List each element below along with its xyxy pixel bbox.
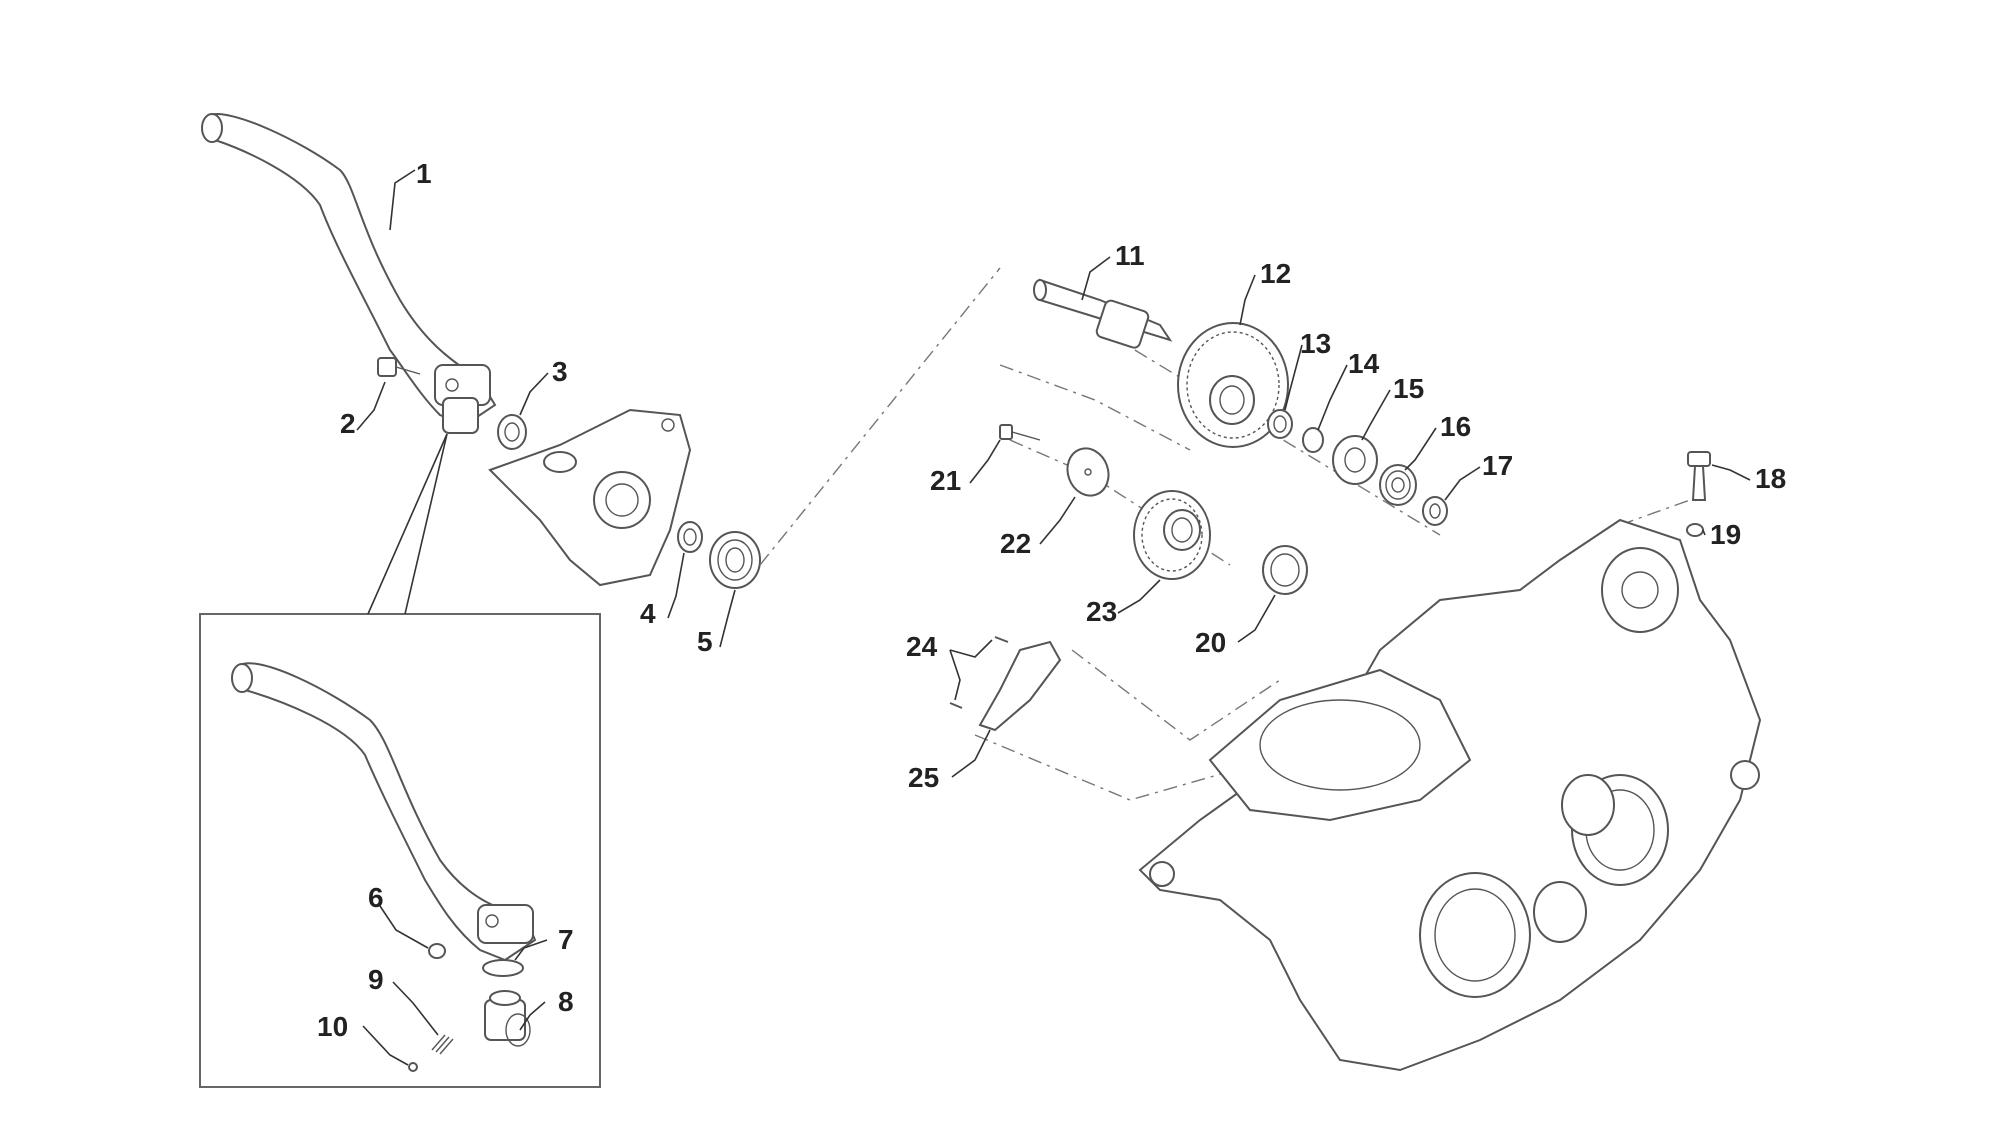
callout-18: 18 xyxy=(1755,463,1786,494)
callout-labels: 1 2 3 4 5 6 7 8 9 10 11 12 13 14 15 16 1… xyxy=(317,158,1786,1042)
callout-15: 15 xyxy=(1393,373,1424,404)
assembly-path xyxy=(1619,499,1691,526)
callout-22: 22 xyxy=(1000,528,1031,559)
seal-ring-part xyxy=(497,414,527,450)
callout-1: 1 xyxy=(416,158,432,189)
screw-part xyxy=(999,424,1041,441)
bolt-part xyxy=(377,357,421,377)
ratchet-spring-part xyxy=(1379,464,1417,506)
callout-4: 4 xyxy=(640,598,656,629)
kick-gear-part xyxy=(1177,322,1289,448)
callout-19: 19 xyxy=(1710,519,1741,550)
inset-spring-pin-part xyxy=(431,1034,454,1055)
inset-leader xyxy=(367,433,448,615)
inset-o-ring-part xyxy=(482,959,524,977)
callout-3: 3 xyxy=(552,356,568,387)
callout-14: 14 xyxy=(1348,348,1380,379)
washer-part xyxy=(1267,409,1293,439)
assembly-path xyxy=(974,734,1236,801)
callout-8: 8 xyxy=(558,986,574,1017)
crankcase-part xyxy=(1138,518,1762,1072)
cover-housing-part xyxy=(488,408,692,587)
inset-kick-lever-part xyxy=(231,662,537,962)
callout-13: 13 xyxy=(1300,328,1331,359)
assembly-path xyxy=(1109,334,1441,536)
inset-leader xyxy=(404,433,448,615)
callout-20: 20 xyxy=(1195,627,1226,658)
assembly-path xyxy=(1071,649,1281,741)
callout-7: 7 xyxy=(558,924,574,955)
washer-plate-part xyxy=(1066,447,1110,497)
callout-2: 2 xyxy=(340,408,356,439)
guide-plate-part xyxy=(978,640,1062,732)
assembly-path xyxy=(759,267,1001,566)
inset-kick-hub-part xyxy=(484,990,531,1047)
callout-17: 17 xyxy=(1482,450,1513,481)
inset-detail-box xyxy=(199,613,601,1088)
callout-25: 25 xyxy=(908,762,939,793)
leader-lines xyxy=(356,169,1751,1066)
callout-5: 5 xyxy=(697,626,713,657)
idler-bushing-part xyxy=(1262,545,1308,595)
pivot-bolt-part xyxy=(1687,451,1711,501)
circlip-part xyxy=(1302,427,1324,453)
callout-11: 11 xyxy=(1115,240,1145,271)
bushing-part xyxy=(677,521,703,553)
kick-shaft-part xyxy=(1033,278,1173,349)
kick-lever-part xyxy=(201,113,497,434)
o-ring-part xyxy=(1686,523,1704,537)
idler-gear-part xyxy=(1133,490,1211,580)
spring-part xyxy=(709,531,761,589)
callout-9: 9 xyxy=(368,964,384,995)
callout-10: 10 xyxy=(317,1011,348,1042)
inset-ball-part xyxy=(408,1062,418,1072)
callout-16: 16 xyxy=(1440,411,1471,442)
callout-24: 24 xyxy=(906,631,938,662)
callout-23: 23 xyxy=(1086,596,1117,627)
callout-21: 21 xyxy=(930,465,961,496)
assembly-path xyxy=(999,364,1191,451)
callout-6: 6 xyxy=(368,882,384,913)
inset-screw-part xyxy=(428,943,446,959)
callout-12: 12 xyxy=(1260,258,1291,289)
guide-screws-part xyxy=(949,636,1009,709)
ratchet-part xyxy=(1332,435,1378,485)
washer-part-17 xyxy=(1422,496,1448,526)
